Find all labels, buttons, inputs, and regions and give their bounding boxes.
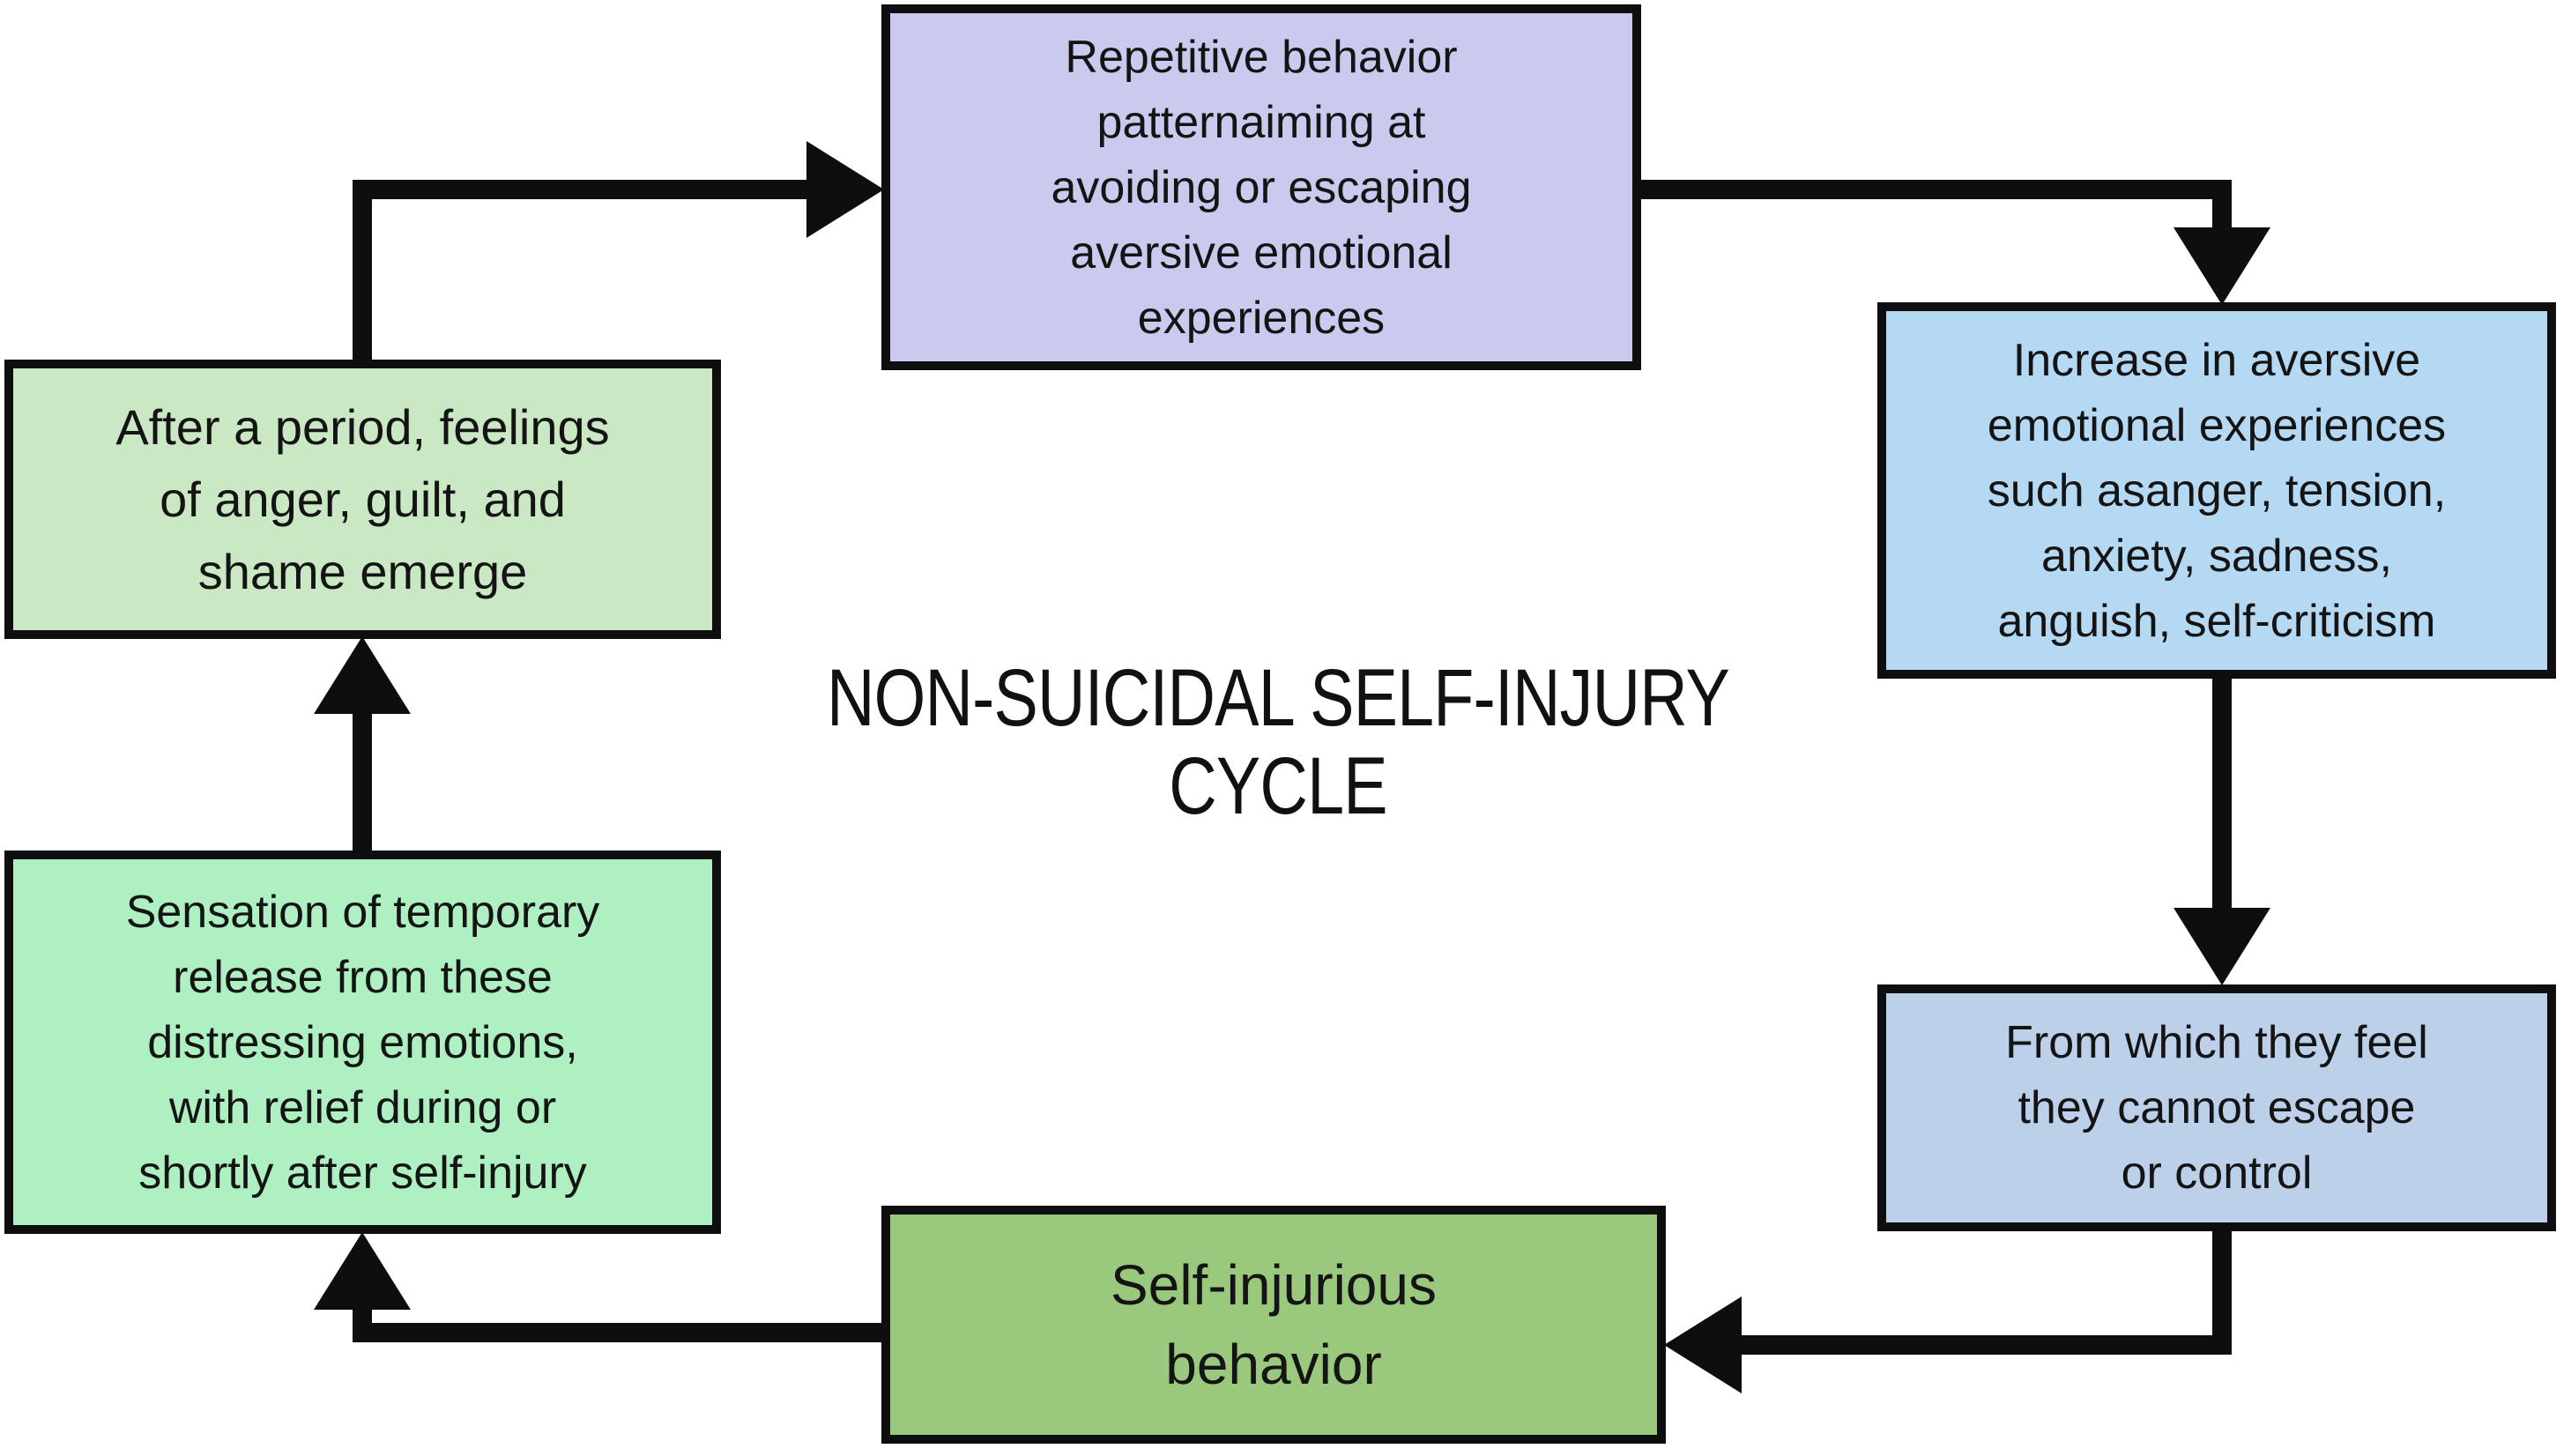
box-temporary-release: Sensation of temporary release from thes… [4, 851, 721, 1234]
arrow-after-to-repetitive-shaft-vertical [353, 180, 372, 361]
arrow-after-to-repetitive-shaft-horizontal [353, 180, 811, 199]
arrow-repetitive-to-increase-shaft-vertical [2212, 180, 2232, 231]
arrow-down-icon [2173, 908, 2270, 985]
arrow-escape-to-selfinjury-shaft-horizontal [1738, 1335, 2232, 1355]
arrow-increase-to-escape-shaft [2212, 673, 2232, 911]
arrow-release-to-after-shaft [353, 710, 372, 856]
arrow-right-icon [806, 141, 884, 238]
arrow-repetitive-to-increase-shaft-horizontal [1632, 180, 2232, 199]
arrow-down-icon [2173, 227, 2270, 305]
diagram-title: NON-SUICIDAL SELF-INJURY CYCLE [826, 653, 1730, 831]
box-cannot-escape-or-control: From which they feel they cannot escape … [1877, 984, 2556, 1231]
box-after-period-feelings: After a period, feelings of anger, guilt… [4, 360, 721, 639]
box-self-injurious-behavior: Self-injurious behavior [881, 1206, 1666, 1444]
arrow-escape-to-selfinjury-shaft-vertical [2212, 1226, 2232, 1355]
arrow-selfinjury-to-release-shaft-vertical [353, 1303, 372, 1342]
arrow-up-icon [314, 1232, 411, 1310]
box-repetitive-behavior: Repetitive behavior patternaiming at avo… [881, 4, 1641, 370]
arrow-selfinjury-to-release-shaft-horizontal [353, 1323, 890, 1342]
arrow-left-icon [1664, 1296, 1742, 1393]
arrow-up-icon [314, 636, 411, 714]
box-increase-aversive-emotions: Increase in aversive emotional experienc… [1877, 302, 2556, 679]
